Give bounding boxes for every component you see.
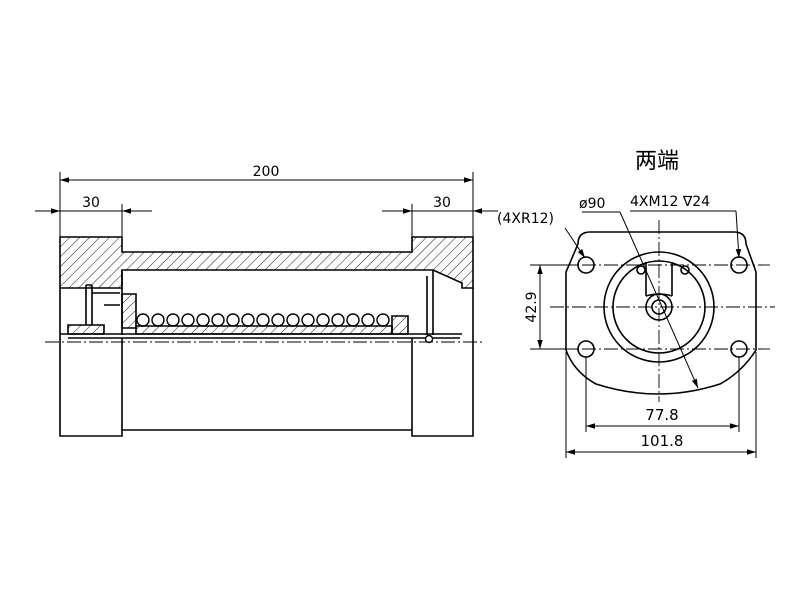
ball-row bbox=[136, 313, 390, 327]
seal-ring-icon bbox=[424, 334, 434, 344]
end-cap-section bbox=[67, 324, 105, 335]
dim-inner-width-label: 77.8 bbox=[645, 406, 678, 424]
dim-flange-right-label: 30 bbox=[433, 195, 451, 211]
lower-body bbox=[59, 288, 474, 437]
dim-outer-width-label: 101.8 bbox=[641, 432, 684, 450]
side-view-dimensions: 200 30 30 bbox=[35, 164, 498, 237]
dim-bore-label: ø90 bbox=[579, 196, 605, 212]
left-end-cap bbox=[85, 284, 120, 325]
view-title: 两端 bbox=[635, 149, 679, 174]
end-view-dimensions: (4XR12) ø90 4XM12 ∇24 42.9 77.8 101.8 bbox=[497, 194, 757, 458]
end-view: 两端 bbox=[550, 149, 775, 402]
inner-pocket bbox=[121, 270, 434, 335]
dim-threads-label: 4XM12 ∇24 bbox=[630, 194, 710, 210]
dim-length-label: 200 bbox=[253, 164, 280, 180]
flange-outline bbox=[565, 231, 757, 395]
dim-height-label: 42.9 bbox=[524, 291, 540, 322]
ball-cage bbox=[135, 325, 393, 335]
dim-flange-left-label: 30 bbox=[82, 195, 100, 211]
seal-section bbox=[391, 315, 409, 335]
side-section-view bbox=[45, 236, 485, 437]
dim-corner-radius-label: (4XR12) bbox=[497, 211, 554, 227]
retainer-section bbox=[121, 293, 137, 329]
